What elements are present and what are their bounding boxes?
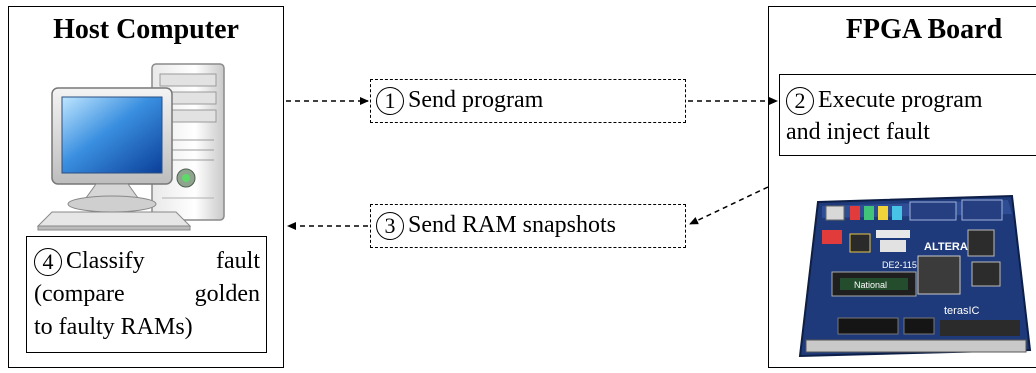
board-brand: ALTERA bbox=[924, 241, 968, 253]
send-program-box bbox=[370, 79, 686, 123]
classify-line-3: to faulty RAMs) bbox=[34, 314, 193, 340]
step-1-number: 1 bbox=[376, 87, 404, 116]
board-chip-label: DE2-115 bbox=[882, 260, 917, 270]
classify-line-2a: (compare bbox=[34, 281, 125, 307]
step-2-number: 2 bbox=[786, 87, 814, 116]
step-3-number: 3 bbox=[376, 212, 404, 241]
monitor bbox=[51, 87, 173, 213]
step-4-number: 4 bbox=[34, 248, 62, 277]
send-ram-snapshots-box bbox=[370, 204, 686, 248]
classify-line-2b: golden bbox=[194, 281, 260, 307]
board-logo: terasIC bbox=[944, 305, 980, 317]
fpga-board-title: FPGA Board bbox=[845, 14, 1003, 45]
keyboard bbox=[36, 211, 192, 231]
classify-fault-box bbox=[26, 236, 267, 353]
host-computer-title: Host Computer bbox=[53, 14, 239, 45]
classify-line-1b: fault bbox=[216, 248, 260, 274]
execute-program-box bbox=[779, 74, 1036, 156]
board-lcd-label: National bbox=[854, 280, 887, 290]
arrow-board-to-send-ram bbox=[689, 186, 769, 225]
execute-line-2: and inject fault bbox=[786, 119, 930, 145]
classify-line-2: (compare golden bbox=[34, 278, 260, 311]
